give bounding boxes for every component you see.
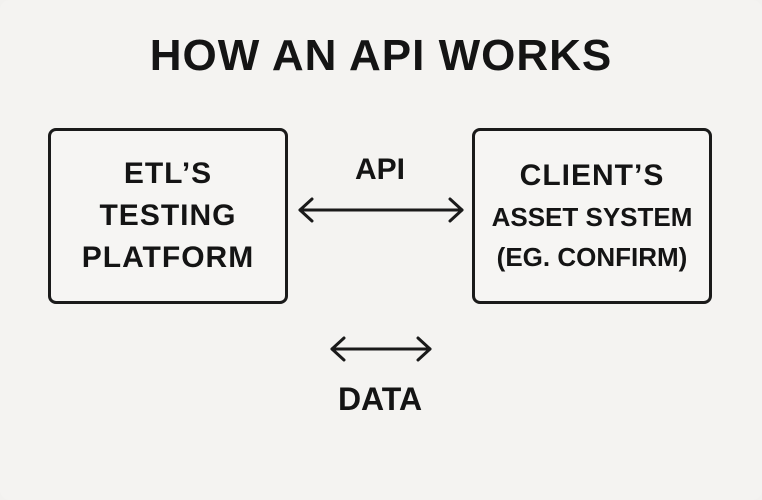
data-double-arrow-icon [330, 336, 432, 362]
data-label: DATA [337, 381, 423, 417]
client-box-line-3: (EG. CONFIRM) [496, 242, 688, 272]
api-double-arrow-icon [298, 197, 464, 223]
etl-box-line-2: TESTING [99, 199, 237, 232]
diagram-title: HOW AN API WORKS [149, 31, 613, 80]
etl-testing-platform-box: ETL’S TESTING PLATFORM [48, 128, 288, 304]
client-box-line-1: CLIENT’S [519, 159, 665, 192]
etl-box-line-3: PLATFORM [81, 241, 255, 274]
etl-box-line-1: ETL’S [123, 157, 213, 190]
client-asset-system-box: CLIENT’S ASSET SYSTEM (EG. CONFIRM) [472, 128, 712, 304]
client-box-line-2: ASSET SYSTEM [491, 202, 693, 232]
api-label: API [354, 153, 405, 186]
